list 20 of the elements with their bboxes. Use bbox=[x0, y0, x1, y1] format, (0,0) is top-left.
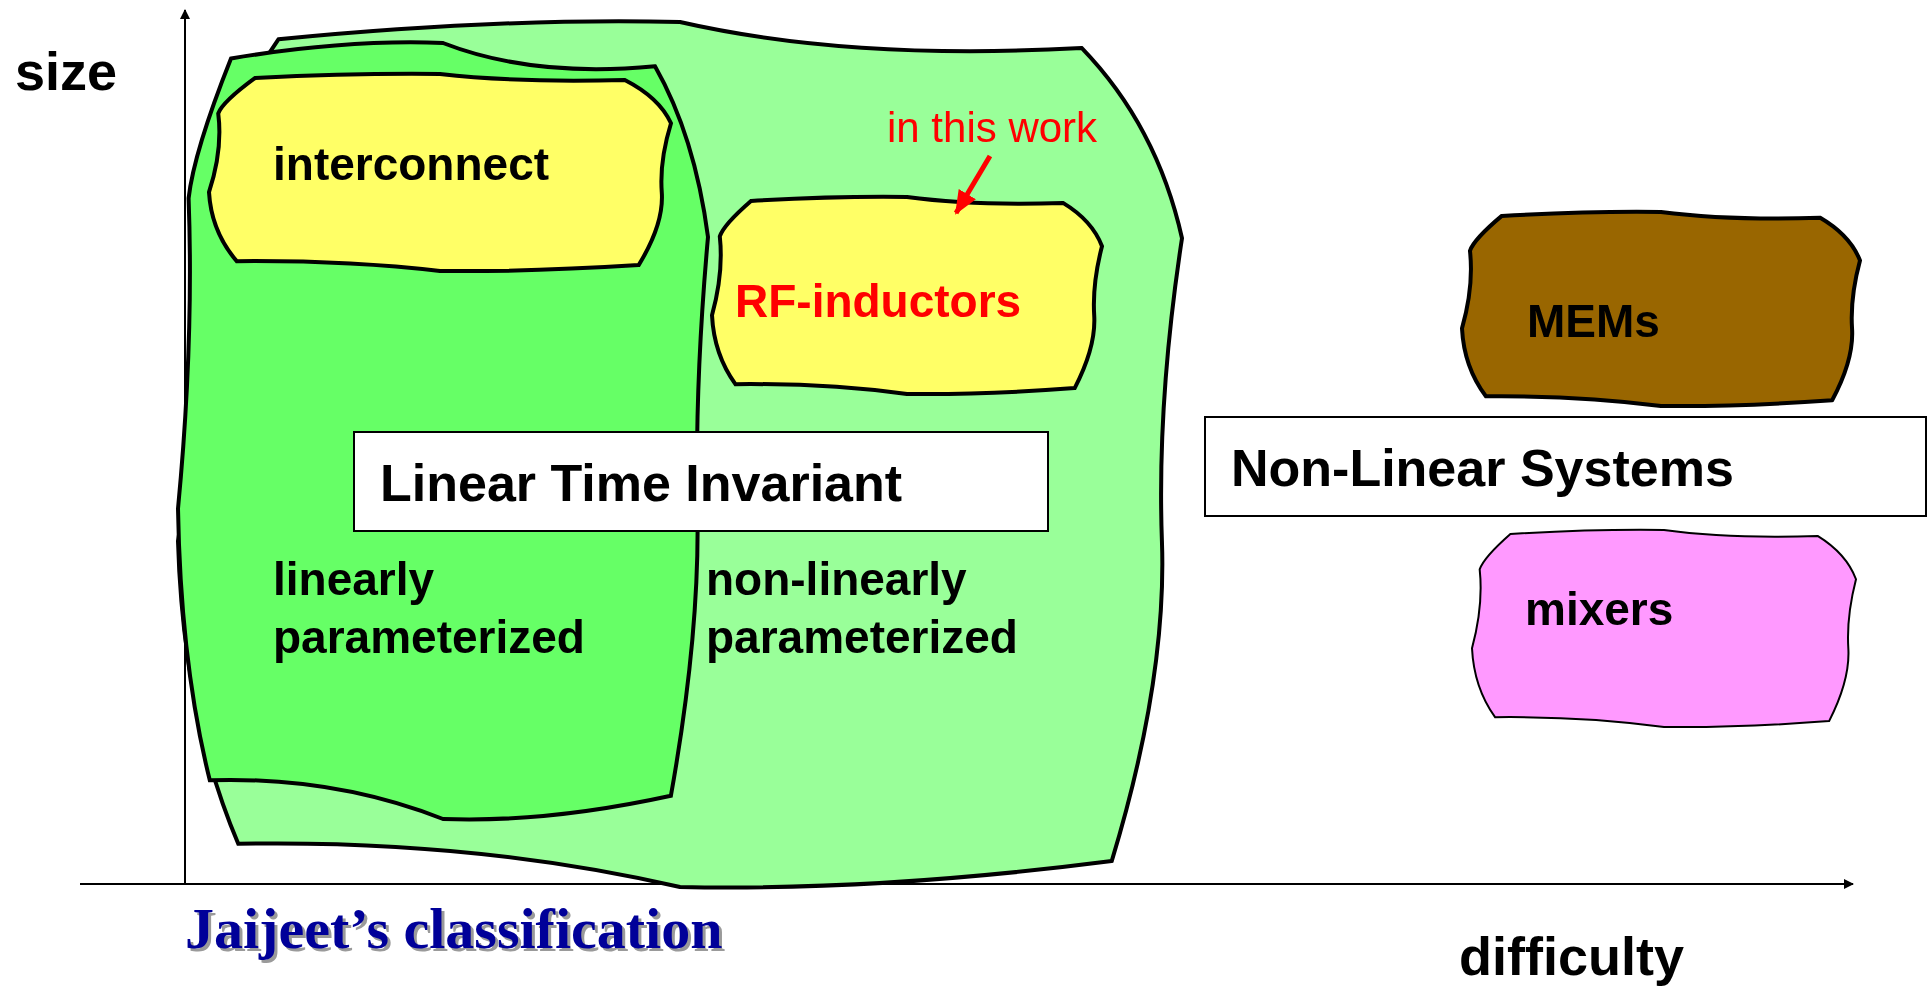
region-label: Non-Linear Systems bbox=[1231, 439, 1734, 497]
region-label: MEMs bbox=[1527, 294, 1660, 349]
region-blob bbox=[1472, 530, 1856, 727]
region-blob bbox=[178, 22, 1182, 887]
region-label: non-linearly parameterized bbox=[706, 552, 1019, 665]
category-box bbox=[1204, 416, 1927, 517]
region-label: linearly parameterized bbox=[273, 552, 586, 665]
region-blob bbox=[209, 74, 671, 271]
arrow bbox=[953, 154, 993, 215]
region-blob bbox=[1462, 212, 1860, 406]
region-label: interconnect bbox=[273, 137, 550, 192]
region-label: Linear Time Invariant bbox=[380, 454, 903, 512]
title: Jaijeet’s classification bbox=[185, 895, 723, 962]
axis-label: difficulty bbox=[1459, 925, 1684, 987]
region-label: RF-inductors bbox=[735, 274, 1022, 329]
region-blob bbox=[712, 197, 1102, 394]
annotation-text: in this work bbox=[887, 100, 1158, 156]
region-label: mixers bbox=[1525, 582, 1674, 637]
axis-label: size bbox=[15, 40, 118, 102]
category-box bbox=[353, 431, 1049, 532]
